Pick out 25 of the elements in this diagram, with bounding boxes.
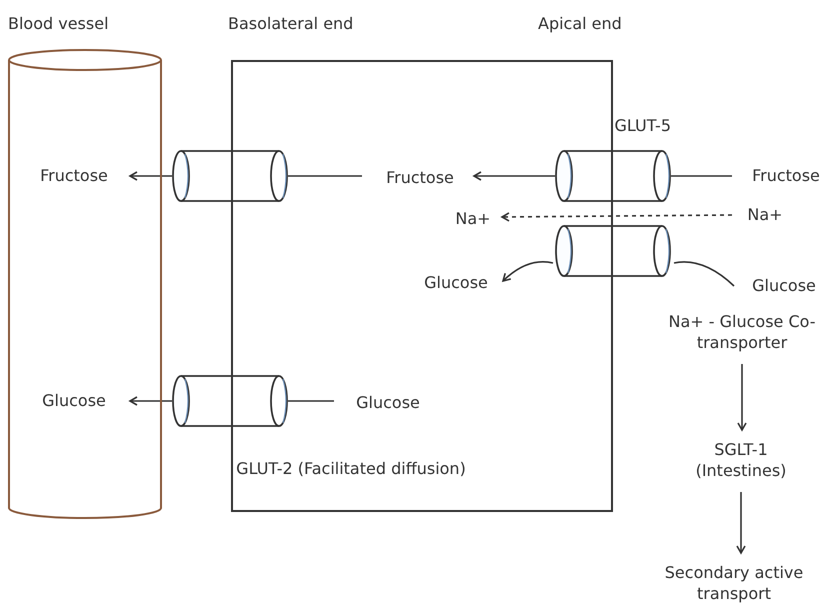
substance-label: Fructose <box>22 162 126 190</box>
substance-label: Na+ <box>736 202 794 228</box>
substance-label: Secondary active transport <box>634 555 834 613</box>
arrow <box>129 171 172 181</box>
substance-label: Glucose <box>22 387 126 415</box>
substance-label: Glucose <box>736 272 832 300</box>
cell-box <box>231 60 613 512</box>
channel-label: GLUT-5 <box>614 116 671 135</box>
substance-label: Glucose <box>410 269 502 297</box>
region-heading: Apical end <box>538 14 622 33</box>
arrow <box>736 492 746 554</box>
region-heading: Basolateral end <box>228 14 354 33</box>
substance-label: Na+ - Glucose Co-transporter <box>664 304 820 362</box>
arrow <box>501 212 732 222</box>
substance-label: Na+ <box>446 206 500 232</box>
arrow <box>737 364 747 431</box>
arrow <box>502 261 554 282</box>
arrow <box>129 396 172 406</box>
vessel-title: Blood vessel <box>8 14 109 33</box>
channel-caption: GLUT-2 (Facilitated diffusion) <box>235 458 467 480</box>
substance-label: Fructose <box>368 164 472 192</box>
substance-label: Fructose <box>736 162 836 190</box>
substance-label: Glucose <box>340 389 436 417</box>
substance-label: SGLT-1 (Intestines) <box>674 432 808 490</box>
arrow <box>473 171 555 181</box>
